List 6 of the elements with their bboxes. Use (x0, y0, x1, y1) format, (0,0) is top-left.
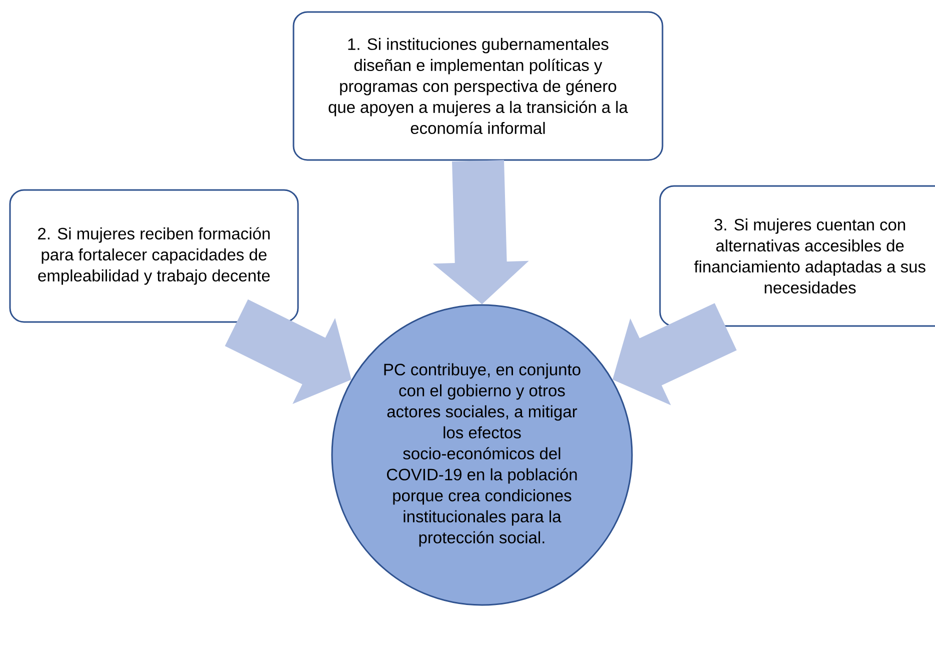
condition-box: 3. Si mujeres cuentan con alternativas accesibles de financiamiento adaptadas a sus necesidades (659, 185, 935, 327)
block-arrow (612, 303, 737, 406)
block-arrow (432, 160, 529, 304)
condition-box: 2. Si mujeres reciben formación para fortalecer capacidades de empleabilidad y trabajo decente (9, 189, 299, 323)
condition-box: 1. Si instituciones gubernamentales diseñan e implementan políticas y programas con perspectiva de género que apoyen a mujeres a la transición a la economía informal (292, 11, 664, 161)
block-arrow (224, 299, 352, 404)
